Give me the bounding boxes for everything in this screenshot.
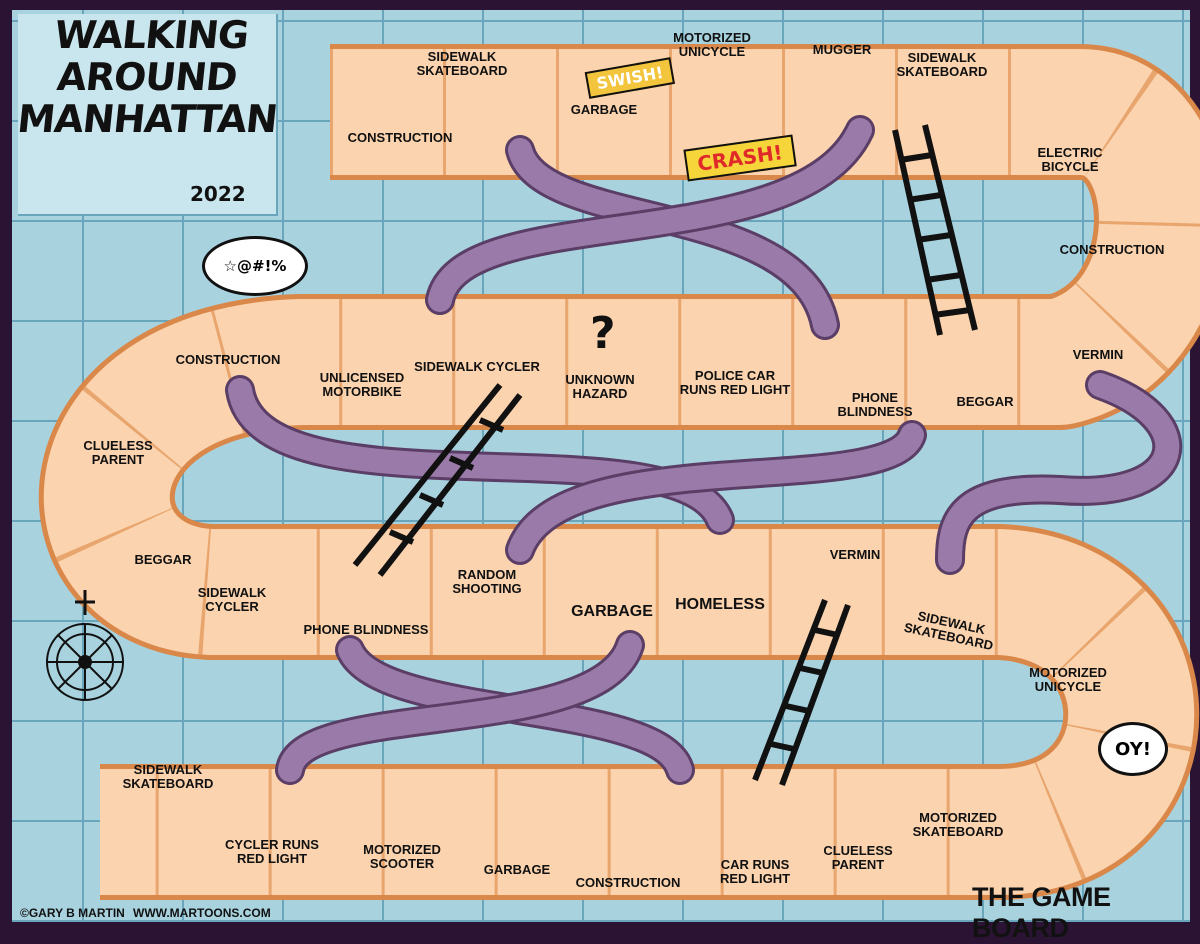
square-construction: CONSTRUCTION <box>347 130 453 145</box>
author-credit: ©GARY B MARTIN <box>20 906 125 920</box>
square-sidewalk-cycler: SIDEWALK CYCLER <box>414 359 540 374</box>
square-motorized-unicycle: MOTORIZED UNICYCLE <box>673 30 751 59</box>
ladders <box>352 124 978 787</box>
square-sidewalk-skateboard: SIDEWALK SKATEBOARD <box>416 49 508 78</box>
square-homeless: HOMELESS <box>675 596 765 613</box>
square-motorized-unicycle: MOTORIZED UNICYCLE <box>1029 665 1107 694</box>
speech-bubble-curse: ☆@#!% <box>202 236 308 296</box>
square-electric-bicycle: ELECTRIC BICYCLE <box>1037 145 1103 174</box>
square-vermin: VERMIN <box>1072 347 1124 362</box>
square-clueless-parent: CLUELESS PARENT <box>83 438 153 467</box>
question-mark-icon: ? <box>590 308 616 359</box>
square-beggar: BEGGAR <box>956 394 1014 409</box>
square-car-runs-red-light: CAR RUNS RED LIGHT <box>719 857 791 886</box>
square-construction: CONSTRUCTION <box>575 875 681 890</box>
square-phone-blindness: PHONE BLINDNESS <box>837 390 913 419</box>
square-vermin: VERMIN <box>829 547 881 562</box>
square-motorized-scooter: MOTORIZED SCOOTER <box>363 842 441 871</box>
square-sidewalk-skateboard: SIDEWALK SKATEBOARD <box>122 762 214 791</box>
square-mugger: MUGGER <box>812 42 872 57</box>
snake <box>505 420 927 565</box>
square-unknown-hazard: UNKNOWN HAZARD <box>565 372 635 401</box>
website-credit: WWW.MARTOONS.COM <box>133 906 271 920</box>
square-garbage: GARBAGE <box>571 603 653 620</box>
snake <box>275 630 645 785</box>
snake <box>425 115 875 315</box>
square-unlicensed-motorbike: UNLICENSED MOTORBIKE <box>319 370 405 399</box>
square-garbage: GARBAGE <box>483 862 551 877</box>
square-construction: CONSTRUCTION <box>1059 242 1165 257</box>
speech-text: OY! <box>1115 738 1151 760</box>
square-cycler-runs-red-light: CYCLER RUNS RED LIGHT <box>225 837 319 866</box>
square-beggar: BEGGAR <box>134 552 192 567</box>
square-sidewalk-cycler: SIDEWALK CYCLER <box>197 585 267 614</box>
compass-rose <box>46 590 124 701</box>
speech-text: ☆@#!% <box>223 257 287 275</box>
ladder <box>892 124 978 336</box>
square-garbage: GARBAGE <box>570 102 638 117</box>
square-construction: CONSTRUCTION <box>175 352 281 367</box>
snake <box>935 370 1183 575</box>
square-clueless-parent: CLUELESS PARENT <box>823 843 893 872</box>
title-box <box>18 14 278 216</box>
square-random-shooting: RANDOM SHOOTING <box>452 567 522 596</box>
square-motorized-skateboard: MOTORIZED SKATEBOARD <box>912 810 1004 839</box>
speech-bubble-oy: OY! <box>1098 722 1168 776</box>
ladder <box>752 598 851 787</box>
square-phone-blindness: PHONE BLINDNESS <box>303 622 429 637</box>
square-police-car: POLICE CAR RUNS RED LIGHT <box>679 368 791 397</box>
square-sidewalk-skateboard: SIDEWALK SKATEBOARD <box>896 50 988 79</box>
ladder <box>352 383 523 577</box>
title-year: 2022 <box>190 182 246 206</box>
